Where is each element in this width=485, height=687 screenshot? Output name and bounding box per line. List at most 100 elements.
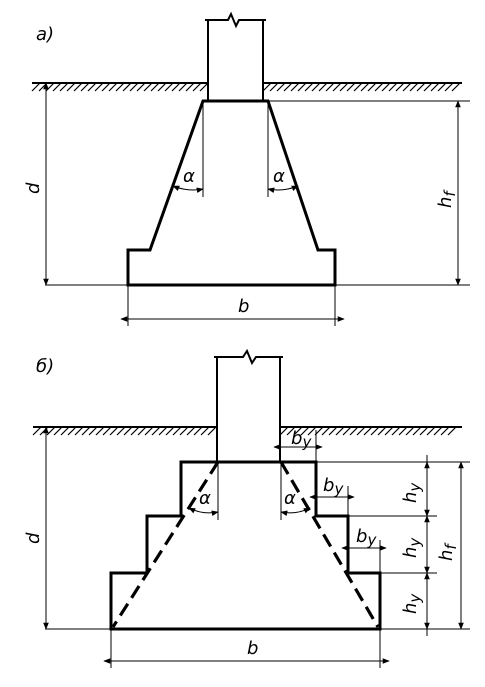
- ground-hatch-stroke: [370, 426, 380, 436]
- ground-hatch-stroke: [158, 426, 168, 436]
- diagram-b-depth-label: d: [23, 532, 44, 544]
- ground-hatch-stroke: [59, 82, 69, 92]
- diagram-b-dashed-left: [111, 461, 220, 628]
- ground-hatch-stroke: [144, 426, 154, 436]
- diagram-b: б) d b hy hy: [23, 348, 470, 668]
- ground-hatch-stroke: [207, 426, 217, 436]
- diagram-a-ground-hatch-left: [31, 82, 209, 92]
- ground-hatch-stroke: [81, 426, 91, 436]
- ground-hatch-stroke: [192, 82, 202, 92]
- ground-hatch-stroke: [150, 82, 160, 92]
- diagram-b-angle-arc-left: [188, 507, 219, 516]
- ground-hatch-stroke: [286, 426, 296, 436]
- diagram-a-label: а): [36, 24, 54, 45]
- ground-hatch-stroke: [304, 82, 314, 92]
- ground-hatch-stroke: [391, 426, 401, 436]
- ground-hatch-stroke: [360, 82, 370, 92]
- ground-hatch-stroke: [178, 82, 188, 92]
- ground-hatch-stroke: [402, 82, 412, 92]
- ground-hatch-stroke: [262, 82, 272, 92]
- diagram-b-label: б): [36, 356, 54, 377]
- ground-hatch-stroke: [88, 426, 98, 436]
- ground-hatch-stroke: [363, 426, 373, 436]
- svg-text:hf: hf: [435, 189, 459, 208]
- ground-hatch-stroke: [80, 82, 90, 92]
- diagram-a-hf-label: hf: [435, 189, 459, 208]
- ground-hatch-stroke: [32, 426, 42, 436]
- ground-hatch-stroke: [200, 426, 210, 436]
- ground-hatch-stroke: [433, 426, 443, 436]
- ground-hatch-stroke: [321, 426, 331, 436]
- diagram-b-angle-right: α: [284, 488, 296, 509]
- ground-hatch-stroke: [31, 82, 41, 92]
- ground-hatch-stroke: [416, 82, 426, 92]
- ground-hatch-stroke: [151, 426, 161, 436]
- ground-hatch-stroke: [332, 82, 342, 92]
- ground-hatch-stroke: [269, 82, 279, 92]
- ground-hatch-stroke: [109, 426, 119, 436]
- ground-hatch-stroke: [409, 82, 419, 92]
- ground-hatch-stroke: [328, 426, 338, 436]
- diagram-b-ground-hatch-right: [279, 426, 457, 436]
- diagram-b-angle-left: α: [199, 488, 211, 509]
- ground-hatch-stroke: [342, 426, 352, 436]
- ground-hatch-stroke: [45, 82, 55, 92]
- diagram-b-by-label-2: by: [323, 475, 344, 498]
- diagram-a-column: [205, 11, 266, 101]
- ground-hatch-stroke: [123, 426, 133, 436]
- diagram-b-column: [214, 348, 283, 462]
- ground-hatch-stroke: [419, 426, 429, 436]
- ground-hatch-stroke: [356, 426, 366, 436]
- ground-hatch-stroke: [423, 82, 433, 92]
- ground-hatch-stroke: [95, 426, 105, 436]
- ground-hatch-stroke: [405, 426, 415, 436]
- ground-hatch-stroke: [165, 426, 175, 436]
- ground-hatch-stroke: [94, 82, 104, 92]
- ground-hatch-stroke: [430, 82, 440, 92]
- diagram-b-angle-arc-right: [280, 507, 311, 516]
- ground-hatch-stroke: [367, 82, 377, 92]
- ground-hatch-stroke: [185, 82, 195, 92]
- ground-hatch-stroke: [290, 82, 300, 92]
- ground-hatch-stroke: [164, 82, 174, 92]
- ground-hatch-stroke: [349, 426, 359, 436]
- ground-hatch-stroke: [346, 82, 356, 92]
- ground-hatch-stroke: [52, 82, 62, 92]
- ground-hatch-stroke: [60, 426, 70, 436]
- ground-hatch-stroke: [325, 82, 335, 92]
- ground-hatch-stroke: [53, 426, 63, 436]
- diagram-a-angle-arc-left: [172, 185, 204, 193]
- diagram-b-by-label-1: by: [291, 428, 312, 451]
- svg-text:hy: hy: [400, 537, 424, 558]
- ground-hatch-stroke: [87, 82, 97, 92]
- ground-hatch-stroke: [122, 82, 132, 92]
- ground-hatch-stroke: [143, 82, 153, 92]
- ground-hatch-stroke: [426, 426, 436, 436]
- ground-hatch-stroke: [67, 426, 77, 436]
- diagram-a-angle-left: α: [183, 166, 195, 187]
- ground-hatch-stroke: [279, 426, 289, 436]
- ground-hatch-stroke: [388, 82, 398, 92]
- ground-hatch-stroke: [293, 426, 303, 436]
- ground-hatch-stroke: [193, 426, 203, 436]
- ground-hatch-stroke: [136, 82, 146, 92]
- ground-hatch-stroke: [384, 426, 394, 436]
- diagram-b-hy-label-3: hy: [400, 593, 424, 614]
- ground-hatch-stroke: [353, 82, 363, 92]
- ground-hatch-stroke: [108, 82, 118, 92]
- diagram-a-angle-right: α: [273, 166, 285, 187]
- ground-hatch-stroke: [186, 426, 196, 436]
- ground-hatch-stroke: [377, 426, 387, 436]
- ground-hatch-stroke: [39, 426, 49, 436]
- ground-hatch-stroke: [102, 426, 112, 436]
- ground-hatch-stroke: [199, 82, 209, 92]
- ground-hatch-stroke: [440, 426, 450, 436]
- ground-hatch-stroke: [179, 426, 189, 436]
- ground-hatch-stroke: [451, 82, 461, 92]
- ground-hatch-stroke: [339, 82, 349, 92]
- ground-hatch-stroke: [297, 82, 307, 92]
- ground-hatch-stroke: [130, 426, 140, 436]
- diagram-a-angle-arc-right: [267, 185, 299, 193]
- ground-hatch-stroke: [283, 82, 293, 92]
- ground-hatch-stroke: [311, 82, 321, 92]
